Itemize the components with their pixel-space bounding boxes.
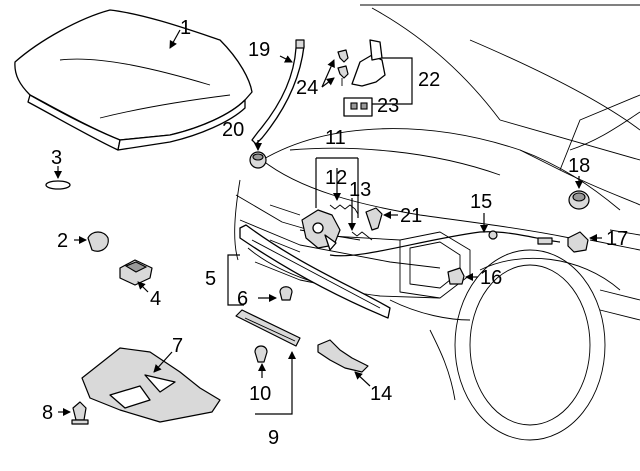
clip-16 — [447, 267, 465, 285]
bolt-24 — [337, 49, 349, 86]
callout-labels: 1 2 3 4 5 6 7 8 9 10 11 12 13 14 15 16 1… — [42, 17, 628, 449]
hood-cushion-2 — [87, 231, 109, 252]
callout-5: 5 — [205, 268, 216, 290]
bumper-18 — [568, 190, 590, 210]
support-bracket-4 — [119, 259, 153, 286]
callout-13: 13 — [349, 179, 371, 201]
spring-12 — [329, 204, 359, 215]
callout-11: 11 — [325, 127, 346, 149]
callout-10: 10 — [249, 383, 271, 405]
release-lever-17 — [567, 231, 589, 253]
callout-20: 20 — [222, 119, 244, 141]
callout-22: 22 — [418, 69, 440, 91]
callout-6: 6 — [237, 288, 248, 310]
callout-1: 1 — [180, 17, 191, 39]
callout-17: 17 — [606, 228, 628, 250]
callout-18: 18 — [568, 155, 590, 177]
callout-21: 21 — [400, 205, 422, 227]
hood-lock-support-5 — [239, 224, 391, 319]
clip-8 — [71, 401, 89, 425]
clip-21 — [365, 207, 383, 231]
callout-3: 3 — [51, 147, 62, 169]
hood-pad-3 — [45, 180, 71, 190]
leader-lines — [54, 29, 602, 416]
spring-13 — [351, 231, 373, 241]
hinge-plate-23 — [343, 97, 373, 117]
callout-4: 4 — [150, 288, 161, 310]
callout-15: 15 — [470, 191, 492, 213]
engine-under-cover-7 — [81, 347, 221, 423]
callout-7: 7 — [172, 335, 183, 357]
clip-10 — [254, 345, 268, 363]
callout-19: 19 — [248, 39, 270, 61]
release-cable-15 — [329, 230, 561, 257]
callout-23: 23 — [377, 95, 399, 117]
seal-strip-9 — [235, 309, 301, 347]
bracket-14 — [317, 339, 369, 373]
callout-8: 8 — [42, 402, 53, 424]
callout-24: 24 — [296, 77, 318, 99]
hood-panel — [14, 9, 253, 151]
support-rod-19 — [251, 39, 305, 145]
clip-6 — [279, 286, 293, 301]
callout-14: 14 — [370, 383, 392, 405]
grommet-20 — [249, 151, 267, 169]
callout-12: 12 — [325, 167, 347, 189]
hood-lock-11 — [301, 209, 341, 251]
callout-16: 16 — [480, 267, 502, 289]
callout-2: 2 — [57, 230, 68, 252]
hood-hinge-22 — [351, 39, 386, 87]
callout-9: 9 — [268, 427, 279, 449]
